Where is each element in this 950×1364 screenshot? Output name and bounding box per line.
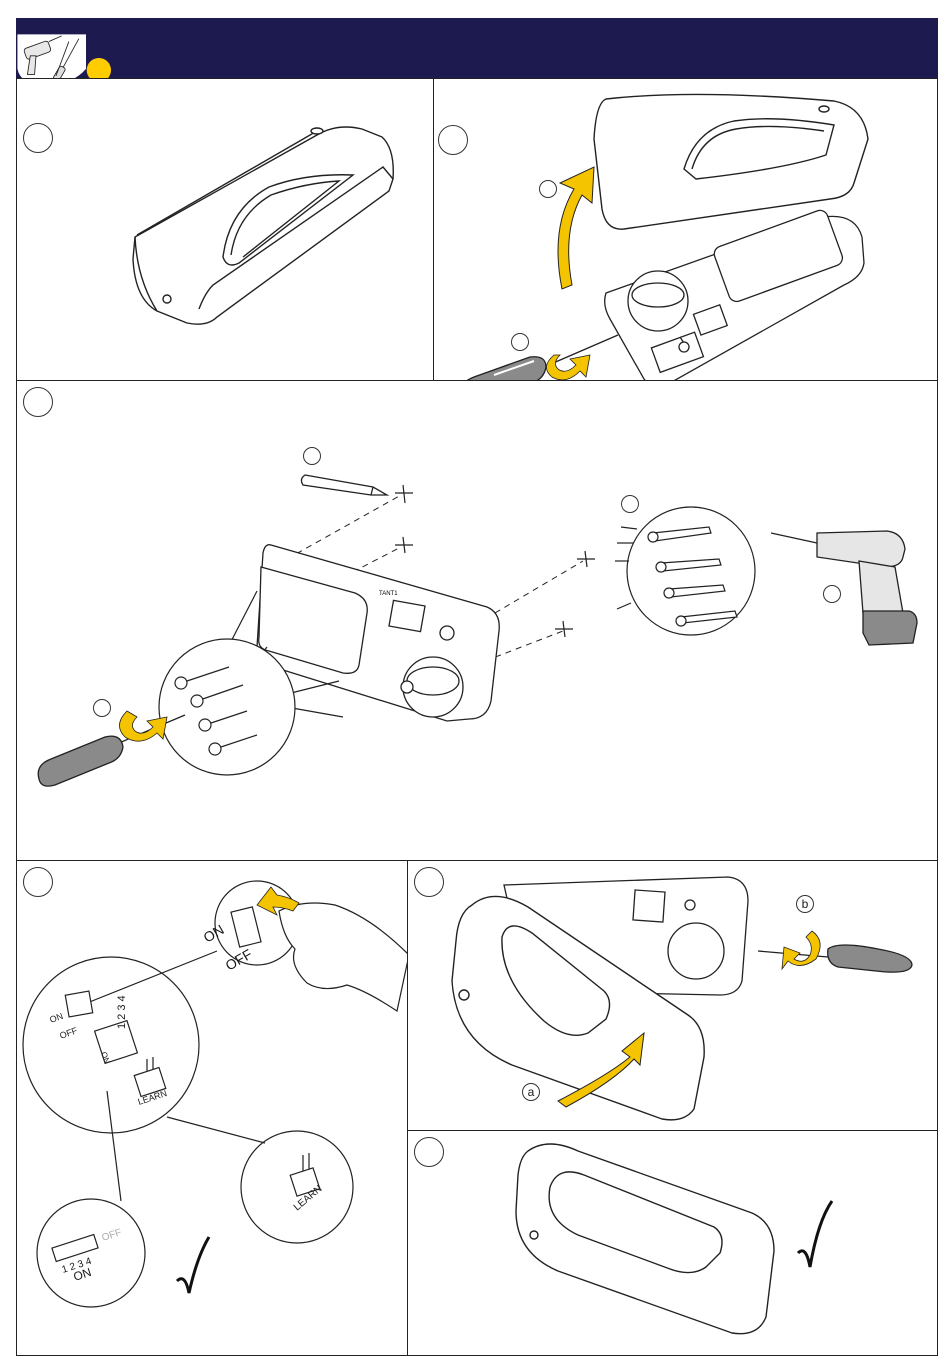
checkmark-icon-final [798, 1201, 832, 1267]
panel-step-5: b a [407, 860, 938, 1132]
close-cover-illustration [408, 861, 938, 1132]
unscrew-arrow [546, 355, 590, 380]
panel-step-3: TANT1 [16, 380, 938, 862]
mounting-illustration: TANT1 [17, 381, 938, 862]
lift-arrow [558, 167, 594, 289]
checkmark-icon [177, 1237, 209, 1293]
panel-step-6 [407, 1130, 938, 1356]
pcb-label-text: TANT1 [379, 591, 398, 597]
dip-numbers-label: 1 2 3 4 [116, 995, 128, 1029]
screw-tight-arrow [782, 931, 820, 969]
header-bar [16, 18, 938, 78]
siren-cover-closed [17, 79, 434, 382]
finger-icon [279, 903, 409, 1011]
open-cover-illustration [434, 79, 938, 415]
panel-step-4: ON OFF 1 2 3 4 ON LEARN ON OFF LEARN 1 2… [16, 860, 409, 1356]
drill-icon [771, 531, 917, 645]
panel-step-2 [433, 78, 938, 415]
panel-step-1 [16, 78, 434, 382]
siren-closed-final [408, 1131, 938, 1356]
dip-switch-illustration: ON OFF 1 2 3 4 ON LEARN ON OFF LEARN 1 2… [17, 861, 409, 1356]
